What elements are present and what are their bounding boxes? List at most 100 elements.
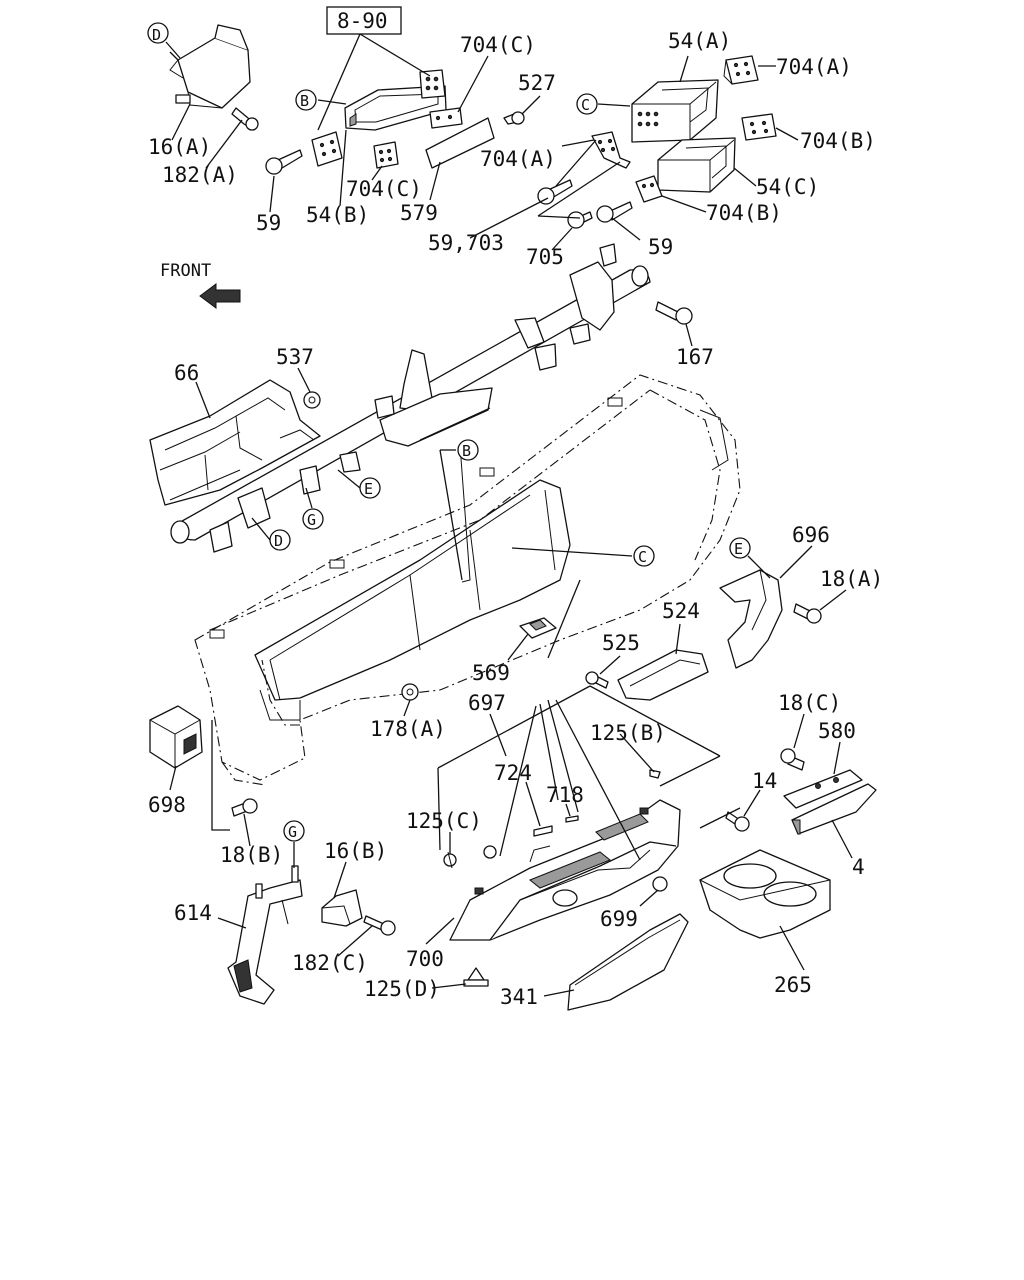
label-125d: 125(D)	[364, 977, 440, 1001]
label-125b: 125(B)	[590, 721, 666, 745]
label-700: 700	[406, 947, 444, 971]
label-14: 14	[752, 769, 777, 793]
label-182c: 182(C)	[292, 951, 368, 975]
label-580: 580	[818, 719, 856, 743]
bracket-698-drawing	[149, 705, 203, 769]
label-16a: 16(A)	[148, 135, 211, 159]
label-182a: 182(A)	[162, 163, 238, 187]
trim-524-drawing	[617, 649, 709, 701]
label-524: 524	[662, 599, 700, 623]
pocket-54a-drawing	[631, 79, 719, 143]
label-569: 569	[472, 661, 510, 685]
screw-527-drawing	[503, 111, 525, 125]
instrument-panel-drawing	[194, 374, 741, 786]
bracket-16a-drawing	[169, 24, 251, 109]
nut-178a-drawing	[401, 683, 419, 701]
bracket-704c-mid-drawing	[373, 141, 399, 169]
lower-panel-700-drawing	[449, 799, 681, 941]
label-54a: 54(A)	[668, 29, 731, 53]
svg-text:B: B	[462, 442, 471, 460]
label-704a-mid: 704(A)	[480, 147, 556, 171]
screw-486-drawing	[483, 845, 497, 859]
label-167: 167	[676, 345, 714, 369]
label-698: 698	[148, 793, 186, 817]
svg-text:G: G	[307, 511, 316, 529]
label-16b: 16(B)	[324, 839, 387, 863]
front-arrow	[199, 283, 241, 309]
callout-g-low: G	[283, 820, 305, 842]
label-704c-top: 704(C)	[460, 33, 536, 57]
callout-d-mid: D	[269, 529, 291, 551]
callout-e-mid: E	[359, 477, 381, 499]
nut-699-drawing	[652, 876, 668, 892]
bolt-167-drawing	[655, 301, 693, 325]
label-525: 525	[602, 631, 640, 655]
panel-579-drawing	[425, 107, 495, 169]
label-178a: 178(A)	[370, 717, 446, 741]
callout-c-top: C	[576, 93, 598, 115]
label-59-right: 59	[648, 235, 673, 259]
label-718: 718	[546, 783, 584, 807]
bracket-696-drawing	[719, 569, 783, 669]
bracket-left-drawing	[311, 131, 343, 167]
screw-125d-drawing	[463, 967, 489, 987]
label-704b-mid: 704(B)	[706, 201, 782, 225]
bracket-580-drawing	[783, 769, 863, 809]
svg-text:E: E	[734, 540, 743, 558]
label-54b: 54(B)	[306, 203, 369, 227]
label-18a: 18(A)	[820, 567, 883, 591]
bolt-18b-drawing	[231, 798, 258, 817]
label-18b: 18(B)	[220, 843, 283, 867]
bracket-704a-right-drawing	[723, 55, 759, 85]
callout-e-right: E	[729, 537, 751, 559]
leader-lines	[165, 33, 853, 997]
screw-525-drawing	[585, 671, 609, 689]
label-66: 66	[174, 361, 199, 385]
cup-holder-265-drawing	[699, 849, 831, 939]
bolt-18c-drawing	[780, 748, 805, 771]
label-537: 537	[276, 345, 314, 369]
clips-724-718-drawing	[533, 815, 579, 837]
bracket-614-drawing	[227, 865, 303, 1005]
bolt-182a-drawing	[231, 107, 259, 131]
label-704b-right: 704(B)	[800, 129, 876, 153]
label-705: 705	[526, 245, 564, 269]
reference-box-label: 8-90	[337, 9, 388, 33]
callout-c-mid: C	[633, 545, 655, 567]
label-265: 265	[774, 973, 812, 997]
clip-569-drawing	[519, 617, 557, 639]
label-18c: 18(C)	[778, 691, 841, 715]
label-724: 724	[494, 761, 532, 785]
label-704c-mid: 704(C)	[346, 177, 422, 201]
label-614: 614	[174, 901, 212, 925]
label-59-703: 59,703	[428, 231, 504, 255]
svg-text:B: B	[300, 92, 309, 110]
bracket-704b-right-drawing	[741, 113, 777, 141]
screws-59-703-drawing	[537, 179, 633, 229]
callout-d-top: D	[147, 22, 169, 44]
svg-text:E: E	[364, 480, 373, 498]
bracket-704a-mid-drawing	[591, 131, 631, 169]
pocket-54c-drawing	[657, 137, 736, 193]
label-341: 341	[500, 985, 538, 1009]
callout-g-mid: G	[302, 508, 324, 530]
label-125c: 125(C)	[406, 809, 482, 833]
clip-125b-drawing	[649, 769, 661, 779]
screw-59-left-drawing	[265, 149, 303, 175]
label-59-left: 59	[256, 211, 281, 235]
bolt-182c-drawing	[363, 915, 396, 936]
front-label: FRONT	[160, 261, 211, 281]
screw-125c-drawing	[443, 851, 457, 869]
screw-14-drawing	[725, 811, 750, 832]
label-54c: 54(C)	[756, 175, 819, 199]
svg-text:C: C	[638, 548, 647, 566]
label-4: 4	[852, 855, 865, 879]
callout-b-top: B	[295, 89, 317, 111]
label-696: 696	[792, 523, 830, 547]
label-527: 527	[518, 71, 556, 95]
label-699: 699	[600, 907, 638, 931]
nut-537-drawing	[303, 391, 321, 409]
lid-341-drawing	[567, 913, 689, 1011]
